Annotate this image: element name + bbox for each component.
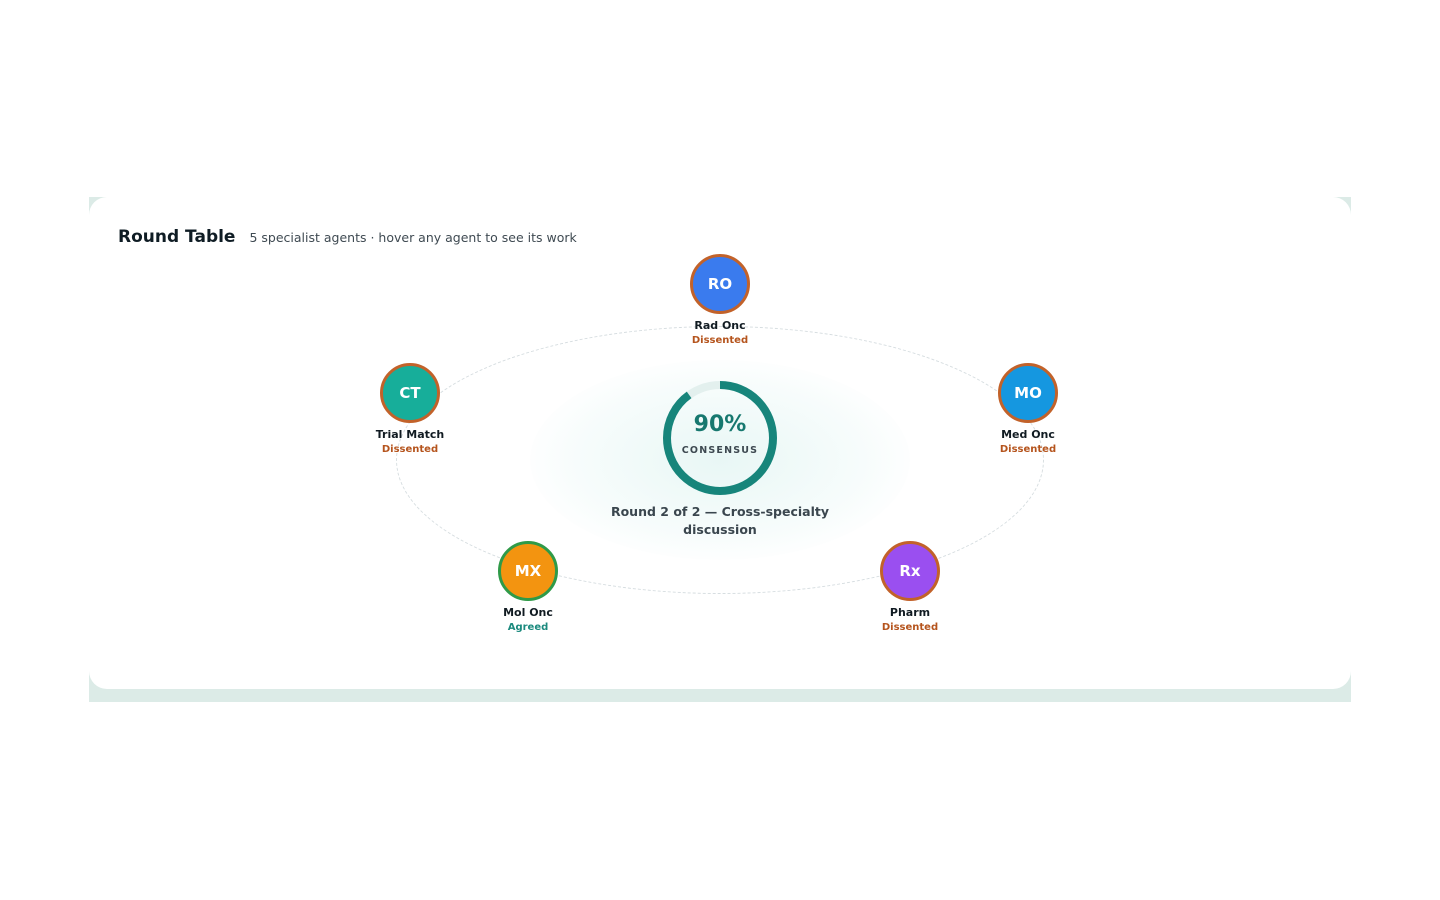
agent-avatar: MO xyxy=(998,363,1058,423)
agent-avatar: CT xyxy=(380,363,440,423)
consensus-value: 90% xyxy=(693,412,747,437)
agent-mol-onc[interactable]: MX Mol Onc Agreed xyxy=(468,541,588,633)
agent-status: Agreed xyxy=(507,622,549,633)
table-ring xyxy=(396,326,1044,594)
agent-name: Rad Onc xyxy=(694,319,746,332)
gauge-arc xyxy=(663,381,777,495)
card-header: Round Table 5 specialist agents · hover … xyxy=(118,227,577,247)
agent-med-onc[interactable]: MO Med Onc Dissented xyxy=(968,363,1088,455)
agent-rad-onc[interactable]: RO Rad Onc Dissented xyxy=(660,254,780,346)
agent-name: Trial Match xyxy=(375,428,445,441)
agent-name: Mol Onc xyxy=(503,606,553,619)
agent-status: Dissented xyxy=(381,444,439,455)
agent-trial-match[interactable]: CT Trial Match Dissented xyxy=(350,363,470,455)
agent-status: Dissented xyxy=(691,335,749,346)
consensus-gauge xyxy=(661,379,779,497)
consensus-gauge-svg xyxy=(663,381,777,495)
agent-pharm[interactable]: Rx Pharm Dissented xyxy=(850,541,970,633)
card-subtitle: 5 specialist agents · hover any agent to… xyxy=(249,230,577,245)
agent-name: Med Onc xyxy=(1001,428,1055,441)
agent-avatar: MX xyxy=(498,541,558,601)
agent-name: Pharm xyxy=(889,606,931,619)
agent-status: Dissented xyxy=(881,622,939,633)
agent-avatar: RO xyxy=(690,254,750,314)
agent-avatar: Rx xyxy=(880,541,940,601)
card-title: Round Table xyxy=(118,227,236,247)
agent-status: Dissented xyxy=(999,444,1057,455)
consensus-label: CONSENSUS xyxy=(681,445,759,456)
round-status: Round 2 of 2 — Cross-specialty discussio… xyxy=(610,504,830,537)
